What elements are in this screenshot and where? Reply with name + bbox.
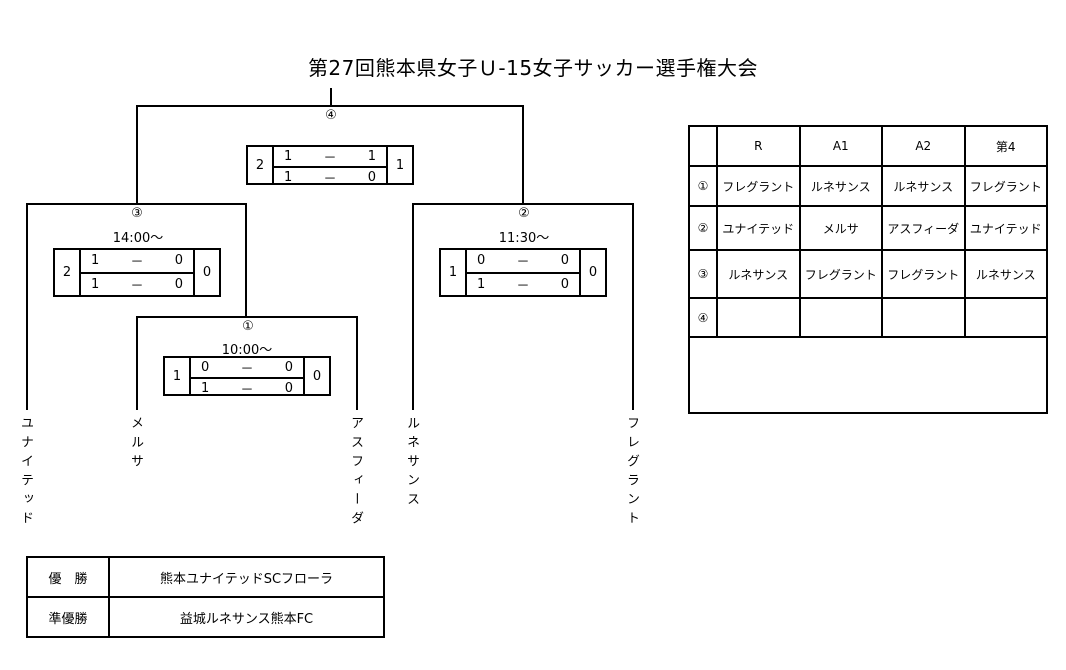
table-cell: ① xyxy=(688,165,718,207)
table-row: ④ xyxy=(688,297,1048,338)
runner-up-label: 準優勝 xyxy=(26,596,110,638)
team-name: ルネサンス xyxy=(404,416,419,511)
schedule-table: R A1 A2 第4 ① フレグラント ルネサンス ルネサンス フレグラント ②… xyxy=(688,125,1048,414)
table-row: 準優勝 益城ルネサンス熊本FC xyxy=(26,596,385,638)
match-1-h2-left: 1 xyxy=(201,381,210,396)
match-4-right-total: 1 xyxy=(395,157,405,173)
match-2-right-total: 0 xyxy=(588,265,598,280)
match-1-h2-right: 0 xyxy=(284,381,293,396)
table-cell: ユナイテッド xyxy=(716,205,801,251)
table-row: ② ユナイテッド メルサ アスフィーダ ユナイテッド xyxy=(688,205,1048,251)
table-cell: ② xyxy=(688,205,718,251)
match-4-h2-right: 0 xyxy=(367,170,376,185)
match-3-h2-left: 1 xyxy=(91,276,100,292)
table-cell: ユナイテッド xyxy=(963,205,1048,251)
match-3-h1-left: 1 xyxy=(91,253,100,269)
table-cell xyxy=(798,297,883,338)
match-2-number: ② xyxy=(518,206,530,221)
match-4-score-box: 2 1 － 1 1 － 0 1 xyxy=(246,145,414,187)
match-1-time: 10:00～ xyxy=(221,343,273,358)
match-3-right-total: 0 xyxy=(202,265,212,280)
table-cell xyxy=(963,297,1048,338)
match-2-h1-dash: － xyxy=(516,255,530,271)
match-3-h2-right: 0 xyxy=(174,276,183,292)
team-name: ユナイテッド xyxy=(18,416,33,530)
match-1-right-total: 0 xyxy=(312,368,322,384)
table-cell xyxy=(716,297,801,338)
table-cell-empty xyxy=(688,336,1048,414)
table-row: 優 勝 熊本ユナイテッドSCフローラ xyxy=(26,556,385,598)
match-4-h2-dash: － xyxy=(323,172,337,187)
match-2-h2-dash: － xyxy=(516,278,530,294)
match-2-left-total: 1 xyxy=(448,265,458,280)
table-header-cell: A1 xyxy=(798,125,883,167)
match-3-left-total: 2 xyxy=(62,265,72,280)
table-cell: ルネサンス xyxy=(881,165,966,207)
team-name: アスフィーダ xyxy=(348,416,363,530)
match-3-number: ③ xyxy=(131,206,143,221)
match-1-number: ① xyxy=(242,319,254,334)
match-2-h2-right: 0 xyxy=(560,276,569,292)
team-name: メルサ xyxy=(128,416,143,473)
match-4-left-total: 2 xyxy=(255,157,265,173)
table-header-cell: 第4 xyxy=(963,125,1048,167)
team-name: フレグラント xyxy=(624,416,639,530)
match-3-h1-dash: － xyxy=(130,255,144,271)
table-row: ① フレグラント ルネサンス ルネサンス フレグラント xyxy=(688,165,1048,207)
match-3-time: 14:00～ xyxy=(112,231,164,246)
table-cell: フレグラント xyxy=(798,249,883,299)
runner-up-team: 益城ルネサンス熊本FC xyxy=(108,596,385,638)
table-cell: ③ xyxy=(688,249,718,299)
match-2-h2-left: 1 xyxy=(477,276,486,292)
match-1-h1-dash: － xyxy=(240,362,254,377)
table-cell: ④ xyxy=(688,297,718,338)
table-cell: メルサ xyxy=(798,205,883,251)
match-2-h1-right: 0 xyxy=(560,253,569,269)
page-title: 第27回熊本県女子Ｕ-15女子サッカー選手権大会 xyxy=(307,56,759,80)
match-4-h1-right: 1 xyxy=(367,149,376,164)
table-header-cell xyxy=(688,125,718,167)
match-3-score-box: 2 1 － 0 1 － 0 0 xyxy=(53,248,221,297)
table-header-cell: A2 xyxy=(881,125,966,167)
table-cell: フレグラント xyxy=(881,249,966,299)
match-1-h1-right: 0 xyxy=(284,360,293,375)
match-2-time: 11:30～ xyxy=(498,231,550,246)
table-header-cell: R xyxy=(716,125,801,167)
match-4-h1-dash: － xyxy=(323,151,337,166)
match-2-h1-left: 0 xyxy=(477,253,486,269)
table-cell: ルネサンス xyxy=(963,249,1048,299)
match-4-number: ④ xyxy=(325,108,337,123)
table-row: ③ ルネサンス フレグラント フレグラント ルネサンス xyxy=(688,249,1048,299)
table-row-empty xyxy=(688,336,1048,414)
results-table: 優 勝 熊本ユナイテッドSCフローラ 準優勝 益城ルネサンス熊本FC xyxy=(26,556,385,638)
table-cell: ルネサンス xyxy=(716,249,801,299)
table-header-row: R A1 A2 第4 xyxy=(688,125,1048,167)
table-cell: フレグラント xyxy=(963,165,1048,207)
match-3-h2-dash: － xyxy=(130,278,144,294)
match-4-h2-left: 1 xyxy=(284,170,293,185)
match-1-h2-dash: － xyxy=(240,383,254,398)
match-2-score-box: 1 0 － 0 1 － 0 0 xyxy=(439,248,607,297)
match-1-score-box: 1 0 － 0 1 － 0 0 xyxy=(163,356,331,398)
table-cell: ルネサンス xyxy=(798,165,883,207)
match-3-h1-right: 0 xyxy=(174,253,183,269)
match-4-h1-left: 1 xyxy=(284,149,293,164)
winner-label: 優 勝 xyxy=(26,556,110,598)
match-1-h1-left: 0 xyxy=(201,360,210,375)
table-cell: フレグラント xyxy=(716,165,801,207)
match-1-left-total: 1 xyxy=(172,368,182,384)
table-cell: アスフィーダ xyxy=(881,205,966,251)
winner-team: 熊本ユナイテッドSCフローラ xyxy=(108,556,385,598)
table-cell xyxy=(881,297,966,338)
